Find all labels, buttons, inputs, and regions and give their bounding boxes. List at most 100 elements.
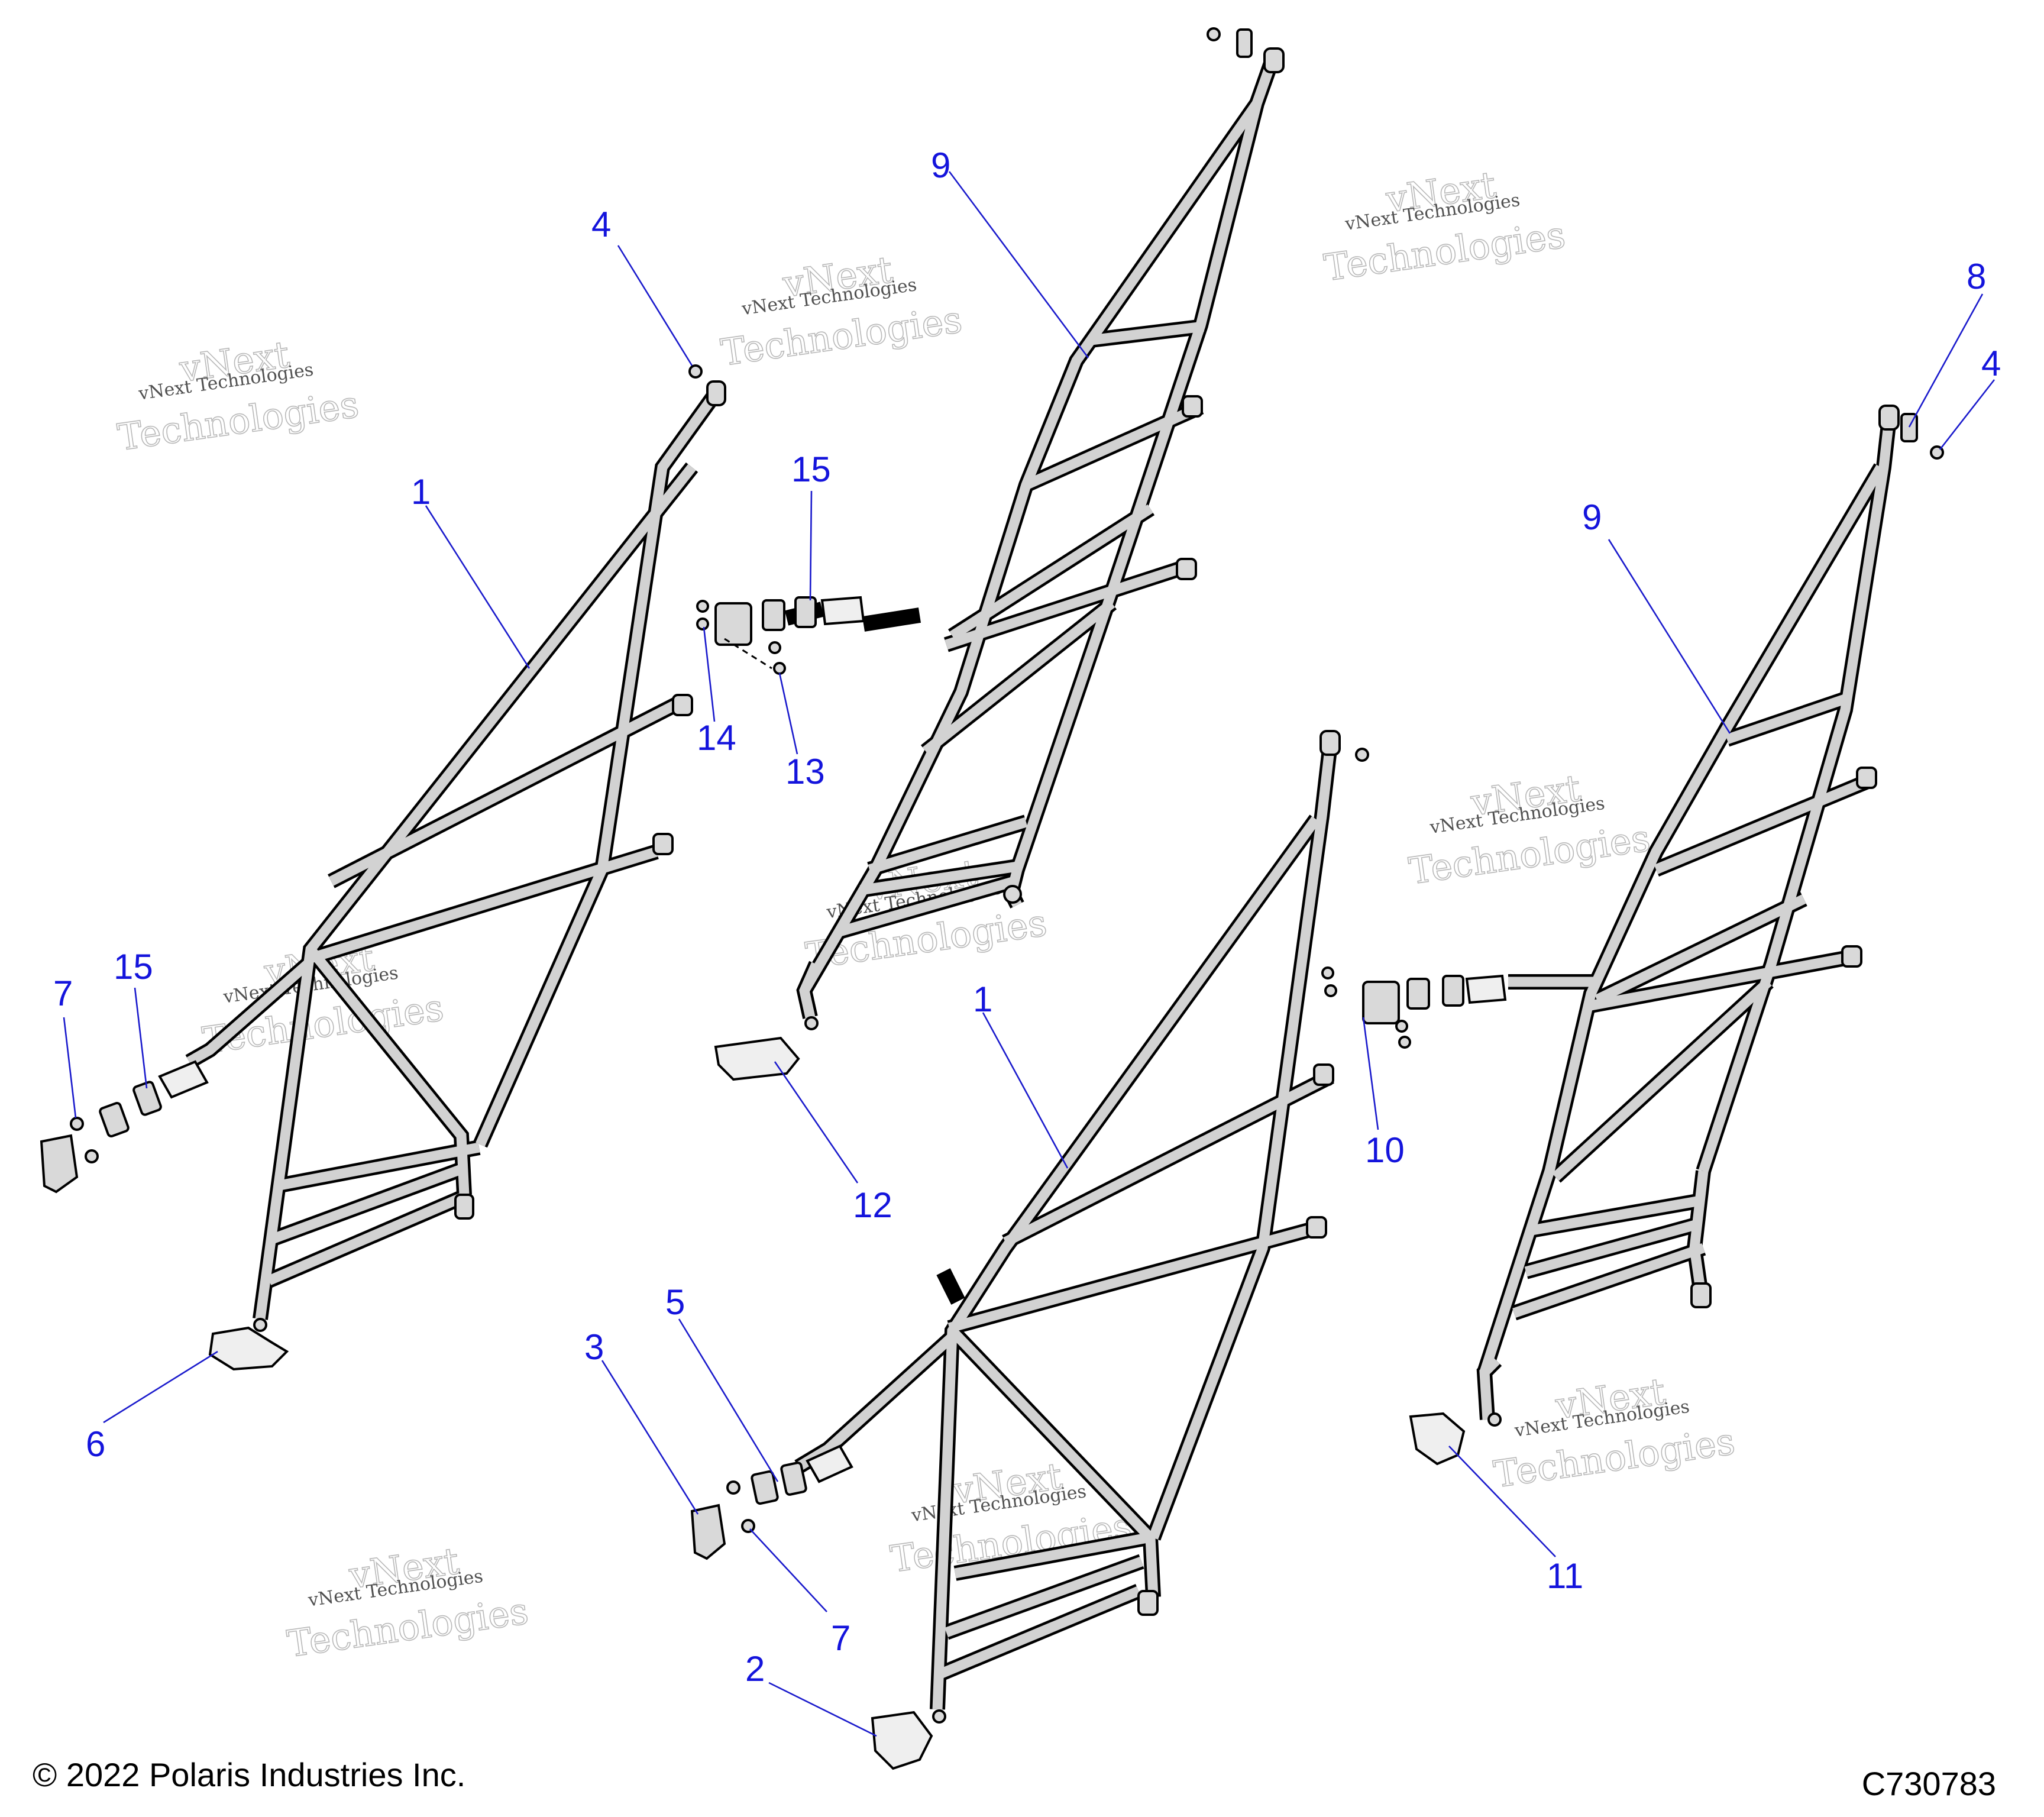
strap-buckle bbox=[780, 1462, 807, 1496]
mount-tab bbox=[1182, 395, 1203, 418]
watermark: vNext vNext Technologies Technologies bbox=[115, 332, 362, 459]
mount-tab bbox=[1306, 1216, 1327, 1239]
leader-10 bbox=[1362, 1017, 1379, 1130]
latch-striker-part-5 bbox=[751, 1470, 779, 1505]
callout-12: 12 bbox=[853, 1185, 892, 1225]
screw-part-13 bbox=[768, 641, 781, 654]
door-frame-right-front bbox=[696, 27, 1285, 1081]
callout-1: 1 bbox=[973, 979, 992, 1019]
hinge-block-part-11 bbox=[1409, 1412, 1466, 1466]
bolt bbox=[1207, 27, 1221, 41]
frame-tube-fill bbox=[795, 739, 1336, 1710]
callout-4: 4 bbox=[1981, 344, 2001, 383]
strap-end bbox=[820, 596, 865, 626]
nut bbox=[1395, 1020, 1408, 1033]
leader-4b bbox=[1939, 379, 1996, 450]
leader-12 bbox=[774, 1061, 859, 1184]
mount-tab bbox=[652, 833, 674, 855]
frame-mount-tabs bbox=[1487, 405, 1944, 1427]
leader-7a bbox=[63, 1017, 77, 1118]
callout-10: 10 bbox=[1365, 1130, 1405, 1170]
strap-latch-left bbox=[40, 1060, 209, 1194]
mount-tab bbox=[1878, 405, 1900, 431]
callout-1: 1 bbox=[411, 472, 431, 512]
frame-mount-tabs bbox=[932, 730, 1369, 1724]
nut bbox=[1398, 1036, 1411, 1049]
pin bbox=[804, 1016, 819, 1030]
callout-9: 9 bbox=[1582, 497, 1602, 537]
latch-striker bbox=[762, 599, 785, 631]
watermark: vNext vNext Technologies Technologies bbox=[718, 247, 965, 374]
frame-tube-fill bbox=[186, 390, 720, 1320]
strap-latch-right bbox=[1321, 966, 1507, 1049]
pin bbox=[253, 1318, 267, 1332]
frame-mount-tabs bbox=[804, 27, 1285, 1030]
latch-handle bbox=[40, 1134, 79, 1194]
leader-lines bbox=[63, 171, 1996, 1737]
screw bbox=[1321, 966, 1334, 979]
callout-labels: 1 1 2 3 4 4 5 6 7 7 8 9 9 10 11 12 13 14… bbox=[53, 146, 2001, 1689]
door-frame-right-rear bbox=[1321, 405, 1944, 1466]
strap-latch-middle bbox=[696, 596, 865, 675]
frame-mount-tabs bbox=[253, 380, 726, 1332]
leader-13 bbox=[778, 673, 798, 755]
mount-tab bbox=[1263, 47, 1285, 73]
strap-end bbox=[1465, 974, 1507, 1004]
latch-handle-part-3 bbox=[690, 1504, 726, 1560]
screw bbox=[726, 1480, 740, 1495]
hinge-block-part-2 bbox=[871, 1711, 933, 1770]
strap-buckle bbox=[794, 596, 817, 628]
screw bbox=[1324, 984, 1337, 997]
nut-part-14 bbox=[696, 600, 709, 613]
bracket-part-8 bbox=[1236, 28, 1253, 58]
pin bbox=[1003, 885, 1022, 904]
leader-11 bbox=[1448, 1446, 1556, 1557]
leader-7b bbox=[749, 1528, 827, 1612]
callout-14: 14 bbox=[697, 718, 736, 758]
mount-tab bbox=[1690, 1282, 1712, 1308]
screw-part-7 bbox=[741, 1519, 755, 1533]
mount-tab bbox=[672, 694, 693, 716]
door-frame-left-front bbox=[40, 364, 726, 1371]
strap-buckle bbox=[1442, 975, 1464, 1007]
leader-5 bbox=[678, 1318, 779, 1482]
bolt-part-4 bbox=[688, 364, 703, 379]
frame-tube-fill bbox=[1479, 413, 1895, 1420]
callout-13: 13 bbox=[785, 752, 825, 791]
leader-15b bbox=[134, 987, 148, 1089]
watermark: vNext vNext Technologies Technologies bbox=[284, 1538, 531, 1666]
watermark: vNext vNext Technologies Technologies bbox=[1490, 1369, 1738, 1496]
strap-end bbox=[806, 1444, 853, 1483]
cover-part-12 bbox=[714, 1036, 800, 1081]
mount-tab bbox=[1856, 767, 1877, 789]
mount-tab bbox=[1319, 730, 1341, 756]
screw-part-13 bbox=[773, 662, 786, 675]
pin bbox=[932, 1709, 946, 1724]
callout-7: 7 bbox=[831, 1618, 850, 1658]
door-frame-left-rear bbox=[690, 730, 1369, 1770]
pin bbox=[1487, 1412, 1502, 1427]
leader-3 bbox=[601, 1360, 699, 1515]
leader-1a bbox=[425, 505, 531, 669]
latch-plate-part-10 bbox=[1362, 981, 1400, 1024]
mount-tab bbox=[1176, 558, 1197, 580]
leader-9a bbox=[948, 171, 1089, 358]
mount-tab bbox=[706, 380, 726, 406]
copyright-notice: © 2022 Polaris Industries Inc. bbox=[33, 1756, 465, 1793]
assembly-line bbox=[724, 638, 772, 670]
leader-2 bbox=[768, 1682, 877, 1737]
frame-outline bbox=[784, 50, 1282, 1019]
watermark: vNext vNext Technologies Technologies bbox=[1321, 163, 1568, 290]
latch-striker bbox=[99, 1102, 130, 1137]
callout-5: 5 bbox=[665, 1282, 685, 1322]
leader-1b bbox=[982, 1012, 1069, 1169]
bolt-part-4 bbox=[1355, 748, 1369, 762]
strap-end bbox=[158, 1060, 209, 1099]
callout-8: 8 bbox=[1967, 257, 1986, 296]
callout-4: 4 bbox=[591, 205, 611, 244]
callout-6: 6 bbox=[86, 1424, 105, 1464]
strap-latch-lower bbox=[690, 1444, 853, 1560]
mount-tab bbox=[1137, 1590, 1159, 1616]
mount-tab bbox=[1841, 945, 1862, 968]
